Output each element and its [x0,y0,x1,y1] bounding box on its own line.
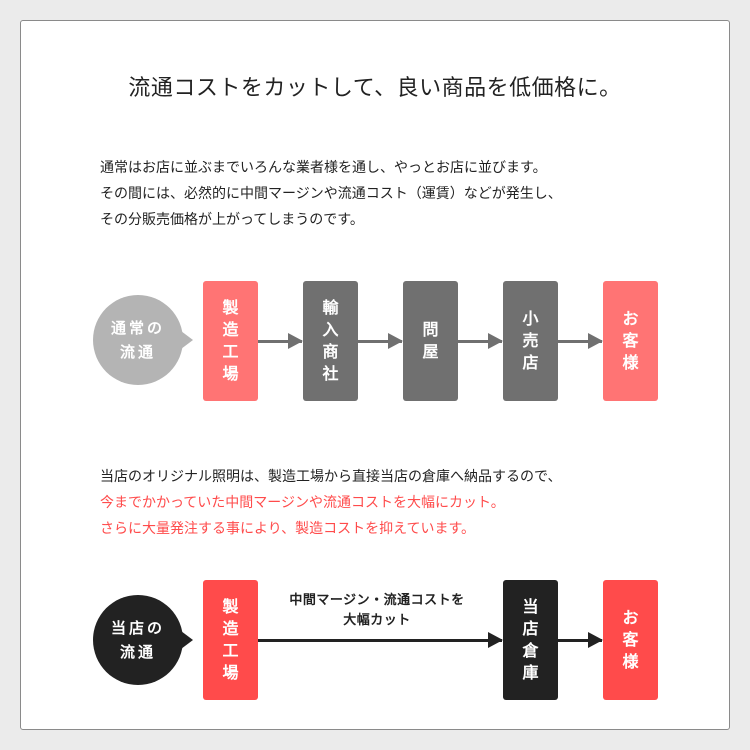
cut-label-line: 中間マージン・流通コストを [289,593,465,608]
step-retailer: 小 売 店 [503,281,558,401]
step-char: 客 [622,331,639,350]
bubble-text: 流通 [119,643,156,661]
bubble-text: 通常の [110,319,165,337]
step-char: 輸 [322,298,339,317]
cut-label-line: 大幅カット [343,613,411,628]
step-char: 問 [422,320,439,339]
our-step-customer: お 客 様 [603,580,658,700]
cut-label: 中間マージン・流通コストを 大幅カット [262,591,492,631]
step-char: 様 [622,652,639,671]
our-step-factory: 製 造 工 場 [203,580,258,700]
intro-line: その間には、必然的に中間マージンや流通コスト（運賃）などが発生し、 [100,186,562,202]
normal-flow-bubble: 通常の 流通 [93,295,193,385]
step-char: 造 [222,619,239,638]
step-char: 売 [522,331,539,350]
step-wholesaler: 問 屋 [403,281,458,401]
arrow-icon [258,632,503,648]
step-char: 店 [522,353,539,372]
intro-line: 通常はお店に並ぶまでいろんな業者様を通し、やっとお店に並びます。 [100,160,547,176]
bubble-text: 当店の [110,619,165,637]
step-char: 場 [222,364,239,383]
description-line-highlight: さらに大量発注する事により、製造コストを抑えています。 [100,521,476,537]
step-char: 工 [222,342,239,361]
step-char: 入 [322,320,339,339]
step-char: 製 [222,298,239,317]
our-flow-bubble: 当店の 流通 [93,595,193,685]
arrow-icon [558,632,603,648]
step-char: 製 [222,597,239,616]
step-char: 社 [322,364,339,383]
arrow-icon [458,333,503,349]
our-description: 当店のオリジナル照明は、製造工場から直接当店の倉庫へ納品するので、 今までかかっ… [100,464,680,542]
arrow-icon [358,333,403,349]
step-char: 造 [222,320,239,339]
step-char: お [622,608,639,627]
description-line-highlight: 今までかかっていた中間マージンや流通コストを大幅にカット。 [100,495,505,511]
step-char: 屋 [422,342,439,361]
step-char: 商 [322,342,339,361]
step-factory: 製 造 工 場 [203,281,258,401]
our-step-warehouse: 当 店 倉 庫 [503,580,558,700]
step-importer: 輸 入 商 社 [303,281,358,401]
bubble-text: 流通 [119,343,156,361]
arrow-icon [258,333,303,349]
step-char: 倉 [522,641,539,660]
description-line: 当店のオリジナル照明は、製造工場から直接当店の倉庫へ納品するので、 [100,469,562,485]
step-char: 客 [622,630,639,649]
intro-paragraph: 通常はお店に並ぶまでいろんな業者様を通し、やっとお店に並びます。 その間には、必… [100,155,680,233]
step-char: 場 [222,663,239,682]
step-char: 当 [522,597,539,616]
step-char: お [622,309,639,328]
arrow-icon [558,333,603,349]
step-char: 様 [622,353,639,372]
page-title: 流通コストをカットして、良い商品を低価格に。 [128,76,622,101]
step-char: 庫 [522,663,539,682]
step-char: 工 [222,641,239,660]
step-char: 小 [522,309,539,328]
step-customer: お 客 様 [603,281,658,401]
intro-line: その分販売価格が上がってしまうのです。 [100,212,364,228]
step-char: 店 [522,619,539,638]
